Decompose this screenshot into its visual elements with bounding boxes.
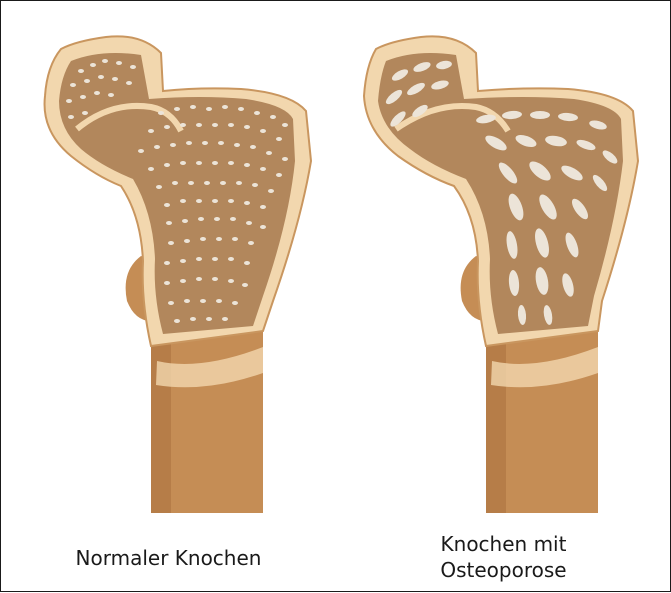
osteoporosis-label-line-1: Knochen mit (336, 531, 671, 557)
osteoporosis-bone-illustration (336, 1, 671, 521)
normal-bone-caption: Normaler Knochen (1, 545, 336, 571)
normal-bone-panel: Normaler Knochen (1, 1, 336, 593)
osteoporosis-label-line-2: Osteoporose (336, 557, 671, 583)
normal-bone-label: Normaler Knochen (1, 545, 336, 571)
osteoporosis-bone-caption: Knochen mit Osteoporose (336, 531, 671, 583)
osteoporosis-bone-panel: Knochen mit Osteoporose (336, 1, 671, 593)
normal-bone-illustration (1, 1, 336, 521)
